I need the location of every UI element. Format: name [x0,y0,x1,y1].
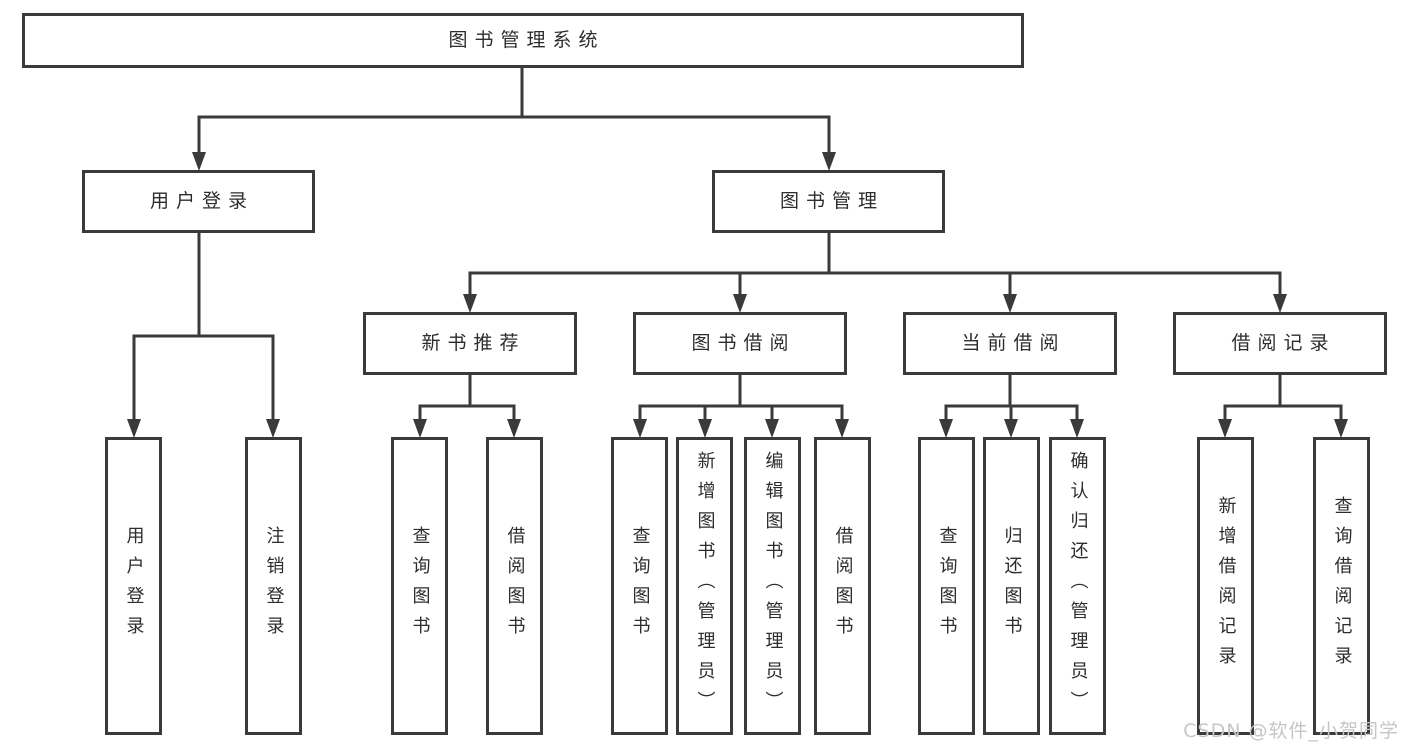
connector-new-book-recommendation-to-leaves [413,373,521,438]
node-label: 新书推荐 [421,332,526,355]
connector-root-to-level2 [192,65,836,171]
arrow-down-icon [127,419,141,438]
leaf-query-books: 查询图书 [391,437,448,735]
node-library-management-system: 图书管理系统 [22,13,1024,68]
connector-user-login-to-leaves [127,231,280,438]
arrow-down-icon [507,419,521,438]
leaf-edit-books-admin: 编辑图书（管理员） [744,437,801,735]
leaf-query-borrow-record: 查询借阅记录 [1313,437,1370,735]
arrow-down-icon [633,419,647,438]
arrow-down-icon [698,419,712,438]
arrow-down-icon [835,419,849,438]
arrow-down-icon [1334,419,1348,438]
leaf-query-books: 查询图书 [611,437,668,735]
node-label: 查询图书 [409,526,431,646]
node-label: 新增借阅记录 [1215,496,1237,676]
node-label: 用户登录 [123,526,145,646]
leaf-borrow-books: 借阅图书 [486,437,543,735]
node-borrowing-records: 借阅记录 [1173,312,1387,375]
node-label: 用户登录 [149,190,254,213]
node-label: 查询图书 [936,526,958,646]
node-book-management: 图书管理 [712,170,945,233]
leaf-user-login: 用户登录 [105,437,162,735]
node-book-borrowing: 图书借阅 [633,312,847,375]
node-label: 查询借阅记录 [1331,496,1353,676]
node-label: 借阅记录 [1231,332,1336,355]
node-label: 编辑图书（管理员） [762,451,784,721]
connector-book-borrowing-to-leaves [633,373,849,438]
connector-current-borrowing-to-leaves [939,373,1084,438]
connector-borrowing-records-to-leaves [1218,373,1348,438]
arrow-down-icon [1218,419,1232,438]
arrow-down-icon [822,152,836,171]
arrow-down-icon [733,294,747,313]
arrow-down-icon [1273,294,1287,313]
node-label: 新增图书（管理员） [694,451,716,721]
leaf-borrow-books: 借阅图书 [814,437,871,735]
arrow-down-icon [463,294,477,313]
leaf-confirm-return-admin: 确认归还（管理员） [1049,437,1106,735]
node-user-login: 用户登录 [82,170,315,233]
node-label: 确认归还（管理员） [1067,451,1089,721]
connector-book-management-to-level3 [463,231,1287,313]
arrow-down-icon [765,419,779,438]
arrow-down-icon [192,152,206,171]
leaf-logout: 注销登录 [245,437,302,735]
node-label: 图书管理 [779,190,884,213]
node-label: 图书借阅 [691,332,796,355]
arrow-down-icon [1004,419,1018,438]
node-label: 借阅图书 [832,526,854,646]
node-label: 当前借阅 [961,332,1066,355]
node-label: 归还图书 [1001,526,1023,646]
leaf-return-books: 归还图书 [983,437,1040,735]
leaf-add-books-admin: 新增图书（管理员） [676,437,733,735]
node-label: 查询图书 [629,526,651,646]
csdn-watermark: CSDN @软件_小贺同学 [1183,720,1399,742]
node-current-borrowing: 当前借阅 [903,312,1117,375]
arrow-down-icon [413,419,427,438]
node-label: 图书管理系统 [448,29,605,52]
node-new-book-recommendation: 新书推荐 [363,312,577,375]
arrow-down-icon [266,419,280,438]
node-label: 借阅图书 [504,526,526,646]
leaf-query-books: 查询图书 [918,437,975,735]
arrow-down-icon [1003,294,1017,313]
node-label: 注销登录 [263,526,285,646]
leaf-add-borrow-record: 新增借阅记录 [1197,437,1254,735]
arrow-down-icon [1070,419,1084,438]
arrow-down-icon [939,419,953,438]
